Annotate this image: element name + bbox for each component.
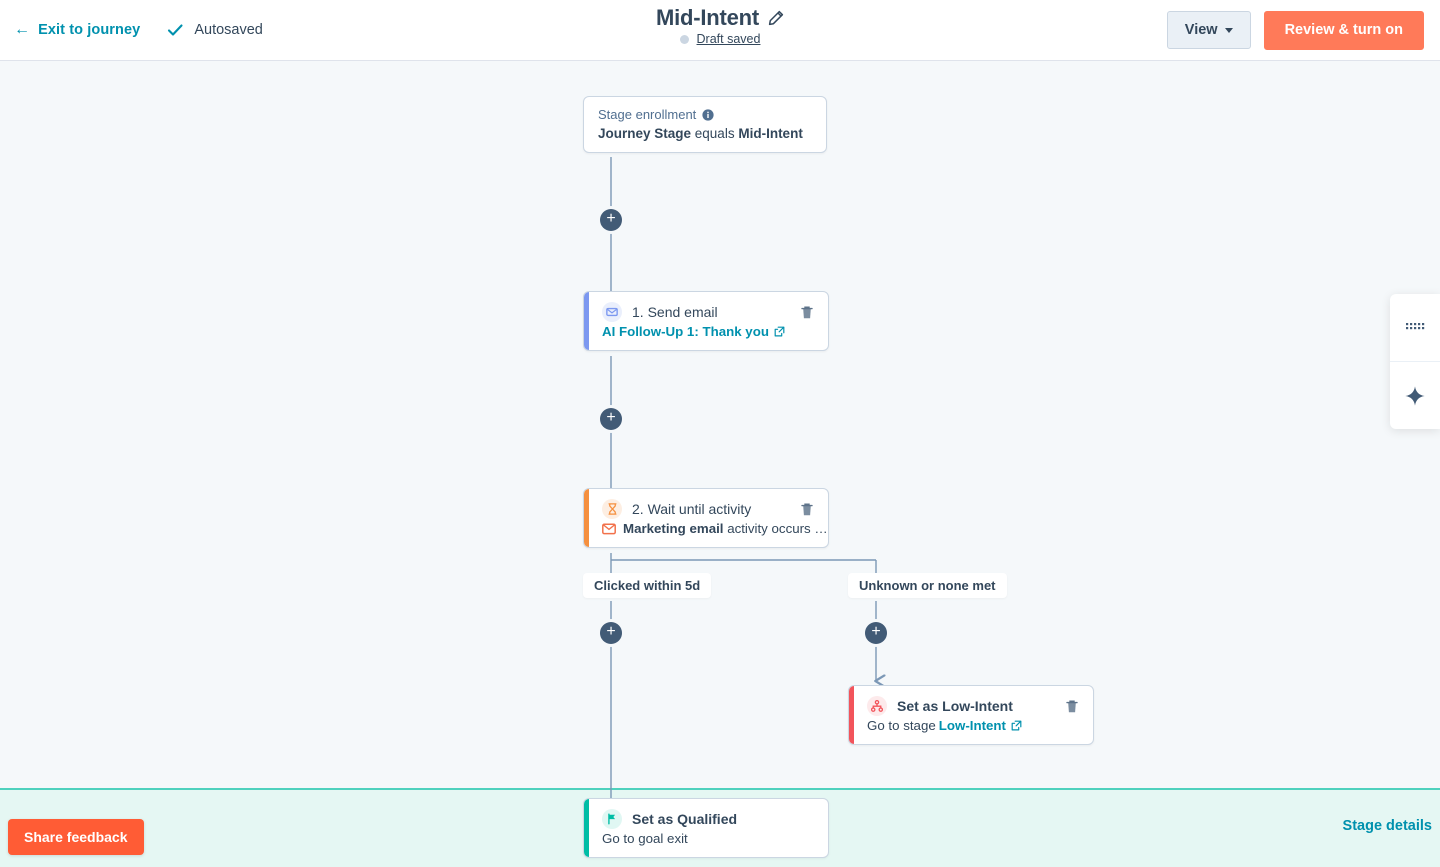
low-intent-stage-link[interactable]: Low-Intent: [939, 718, 1022, 733]
status-dot-icon: [679, 34, 689, 44]
external-link-icon: [774, 326, 785, 337]
top-bar-right: View Review & turn on: [1166, 0, 1424, 60]
qualified-subtitle: Go to goal exit: [602, 831, 688, 846]
info-icon[interactable]: [702, 108, 714, 121]
low-intent-subtitle-row: Go to stage Low-Intent: [867, 718, 1079, 733]
trash-icon[interactable]: [800, 502, 814, 517]
top-bar: ← Exit to journey Autosaved Mid-Intent D…: [0, 0, 1440, 61]
set-as-low-intent-node[interactable]: Set as Low-Intent Go to stage Low-Intent: [848, 685, 1094, 745]
plus-icon: +: [606, 623, 616, 640]
node-accent-bar: [849, 686, 854, 744]
connector-edges: [610, 157, 1440, 806]
review-and-turn-on-label: Review & turn on: [1284, 22, 1403, 38]
wait-subtitle: Marketing email activity occurs …: [623, 521, 828, 536]
send-email-body: 1. Send email AI Follow-Up 1: Thank you: [584, 292, 828, 350]
draft-saved-link[interactable]: Draft saved: [696, 32, 761, 46]
review-and-turn-on-button[interactable]: Review & turn on: [1263, 10, 1424, 50]
check-icon: [168, 24, 183, 36]
enrollment-property: Journey Stage: [598, 126, 692, 141]
page-title: Mid-Intent: [655, 5, 760, 30]
add-step-button-2[interactable]: +: [600, 408, 622, 430]
plus-icon: +: [606, 210, 616, 227]
node-accent-bar: [584, 799, 589, 857]
exit-to-journey-label: Exit to journey: [38, 22, 141, 38]
stage-enrollment-label: Stage enrollment: [598, 107, 697, 122]
send-email-asset-label: AI Follow-Up 1: Thank you: [602, 324, 769, 339]
branch-label-unknown[interactable]: Unknown or none met: [848, 573, 1007, 598]
share-feedback-label: Share feedback: [24, 829, 128, 845]
wait-until-activity-node[interactable]: 2. Wait until activity Marketing email a…: [583, 488, 829, 548]
send-email-title: 1. Send email: [632, 304, 718, 320]
add-step-button-unknown-branch[interactable]: +: [865, 622, 887, 644]
low-intent-sub-prefix: Go to stage: [867, 718, 936, 733]
chevron-down-icon: [1224, 27, 1233, 33]
low-intent-title-row: Set as Low-Intent: [867, 696, 1079, 716]
qualified-title: Set as Qualified: [632, 811, 738, 827]
send-email-asset-link[interactable]: AI Follow-Up 1: Thank you: [602, 324, 785, 339]
plus-icon: +: [606, 409, 616, 426]
hourglass-icon: [602, 499, 622, 519]
wait-until-activity-body: 2. Wait until activity Marketing email a…: [584, 489, 828, 547]
set-as-qualified-node[interactable]: Set as Qualified Go to goal exit: [583, 798, 829, 858]
view-button[interactable]: View: [1166, 11, 1251, 49]
view-button-label: View: [1184, 22, 1218, 38]
grid-dots-icon: [1406, 322, 1425, 329]
send-email-subtitle-row: AI Follow-Up 1: Thank you: [602, 324, 814, 339]
wait-subtitle-bold: Marketing email: [623, 521, 724, 536]
stage-enrollment-node[interactable]: Stage enrollment Journey Stage equals Mi…: [583, 96, 827, 153]
low-intent-stage-label: Low-Intent: [938, 718, 1006, 733]
wait-title: 2. Wait until activity: [632, 501, 752, 517]
qualified-subtitle-row: Go to goal exit: [602, 831, 814, 846]
email-icon: [602, 302, 622, 322]
trash-icon[interactable]: [800, 305, 814, 320]
toolbar-divider: [1390, 361, 1440, 362]
low-intent-title: Set as Low-Intent: [897, 698, 1013, 714]
stage-enrollment-label-row: Stage enrollment: [598, 107, 812, 122]
canvas-floating-toolbar: [1390, 294, 1440, 429]
add-step-button-1[interactable]: +: [600, 209, 622, 231]
set-as-qualified-body: Set as Qualified Go to goal exit: [584, 799, 828, 857]
title-row: Mid-Intent: [656, 5, 784, 31]
wait-subtitle-rest: activity occurs …: [723, 521, 828, 536]
node-accent-bar: [584, 292, 589, 350]
ai-assistant-button[interactable]: [1390, 362, 1440, 429]
grid-view-button[interactable]: [1390, 294, 1440, 361]
branch-icon: [867, 696, 887, 716]
marketing-email-icon: [602, 522, 616, 534]
branch-label-clicked[interactable]: Clicked within 5d: [583, 573, 712, 598]
send-email-title-row: 1. Send email: [602, 302, 814, 322]
plus-icon: +: [871, 623, 881, 640]
autosaved-label: Autosaved: [194, 22, 263, 38]
node-accent-bar: [584, 489, 589, 547]
flag-icon: [602, 809, 622, 829]
top-bar-center: Mid-Intent Draft saved: [0, 0, 1440, 46]
sparkle-icon: [1405, 385, 1425, 406]
share-feedback-button[interactable]: Share feedback: [8, 819, 144, 855]
journey-canvas[interactable]: Stage details Stage enroll: [0, 61, 1440, 867]
pencil-icon[interactable]: [768, 10, 784, 26]
autosaved-status: Autosaved: [166, 21, 263, 39]
enrollment-value: Mid-Intent: [738, 126, 803, 141]
wait-title-row: 2. Wait until activity: [602, 499, 814, 519]
send-email-node[interactable]: 1. Send email AI Follow-Up 1: Thank you: [583, 291, 829, 351]
add-step-button-clicked-branch[interactable]: +: [600, 622, 622, 644]
qualified-title-row: Set as Qualified: [602, 809, 814, 829]
top-bar-left: ← Exit to journey Autosaved: [14, 0, 263, 60]
stage-enrollment-body: Stage enrollment Journey Stage equals Mi…: [584, 97, 826, 152]
stage-details-link[interactable]: Stage details: [1342, 818, 1432, 834]
external-link-icon: [1011, 720, 1022, 731]
arrow-left-icon: ←: [14, 21, 31, 38]
trash-icon[interactable]: [1065, 699, 1079, 714]
enrollment-operator: equals: [691, 126, 739, 141]
set-as-low-intent-body: Set as Low-Intent Go to stage Low-Intent: [849, 686, 1093, 744]
draft-row: Draft saved: [679, 32, 761, 46]
exit-to-journey-button[interactable]: ← Exit to journey: [14, 21, 141, 39]
wait-subtitle-row: Marketing email activity occurs …: [602, 521, 828, 536]
stage-enrollment-condition: Journey Stage equals Mid-Intent: [598, 126, 812, 141]
